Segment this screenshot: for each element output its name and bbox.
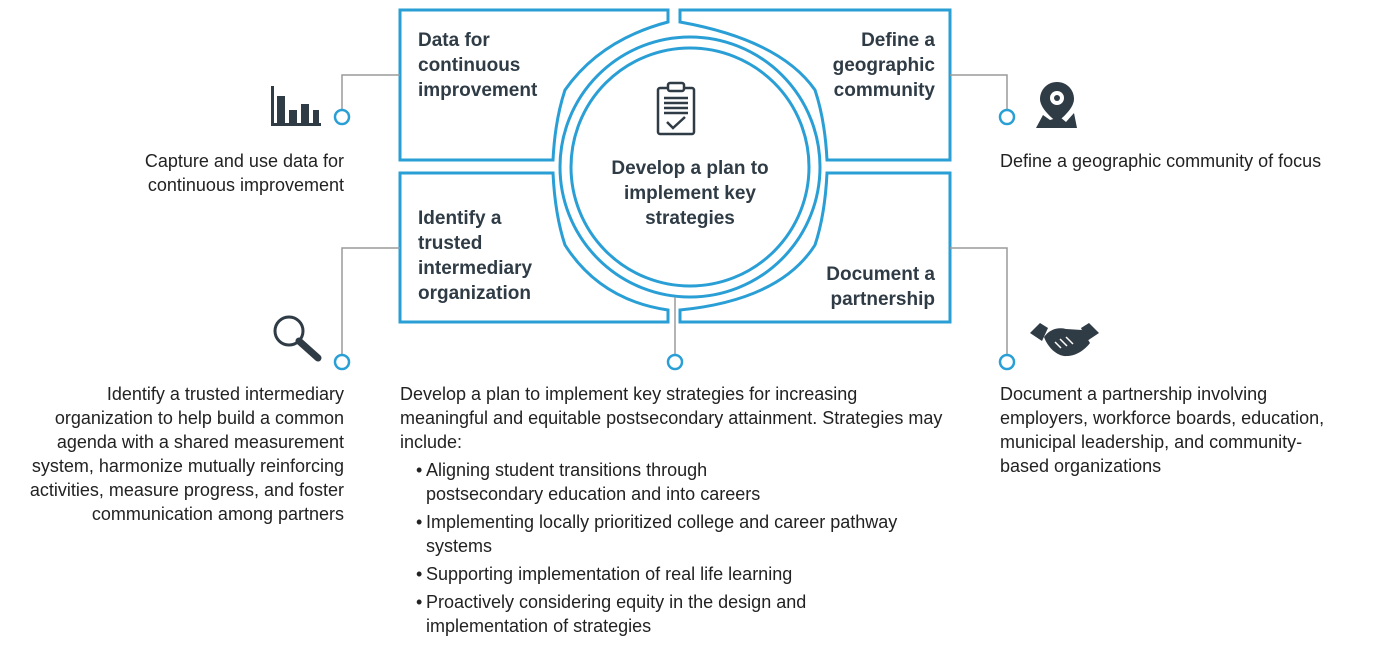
clipboard-check-icon: [656, 81, 696, 136]
connector-intermediary: [341, 247, 400, 355]
quadrant-top-right-label: Define a geographic community: [832, 30, 935, 101]
center-circle-outer: [558, 35, 822, 299]
dot-data: [333, 108, 351, 126]
list-item: Implementing locally prioritized college…: [400, 510, 906, 558]
list-item: Proactively considering equity in the de…: [400, 590, 876, 638]
plan-callout: Develop a plan to implement key strategi…: [400, 382, 950, 642]
quadrant-bottom-left-label: Identify a trusted intermediary organiza…: [418, 208, 533, 304]
center-title: Develop a plan to implement key strategi…: [611, 158, 769, 229]
map-pin-icon: [1036, 82, 1077, 128]
quadrant-top-right-box: [678, 8, 952, 162]
dot-geography: [998, 108, 1016, 126]
connector-geography: [950, 74, 1008, 110]
quadrant-bottom-right-box: [678, 171, 952, 324]
connector-data: [341, 74, 400, 110]
handshake-icon: [1030, 323, 1099, 357]
dot-partnership: [998, 353, 1016, 371]
magnifier-icon: [273, 315, 322, 362]
bar-chart-icon: [271, 86, 321, 126]
dot-plan: [666, 353, 684, 371]
plan-strategies-list: Aligning student transitions through pos…: [400, 458, 950, 638]
center-circle-inner: [569, 46, 811, 288]
partnership-callout-text: Document a partnership involving employe…: [1000, 384, 1325, 476]
list-item: Supporting implementation of real life l…: [400, 562, 906, 586]
quadrant-bottom-right-label: Document a partnership: [826, 264, 935, 310]
quadrant-bottom-left-box: [398, 171, 670, 324]
quadrant-top-left-label: Data for continuous improvement: [418, 30, 538, 101]
dot-intermediary: [333, 353, 351, 371]
data-callout-text: Capture and use data for continuous impr…: [144, 151, 344, 195]
quadrant-top-left-box: [398, 8, 670, 162]
intermediary-callout-text: Identify a trusted intermediary organiza…: [29, 384, 344, 524]
list-item: Aligning student transitions through pos…: [400, 458, 786, 506]
plan-callout-intro: Develop a plan to implement key strategi…: [400, 384, 943, 452]
geography-callout-text: Define a geographic community of focus: [1000, 151, 1322, 171]
connector-partnership: [950, 247, 1008, 355]
